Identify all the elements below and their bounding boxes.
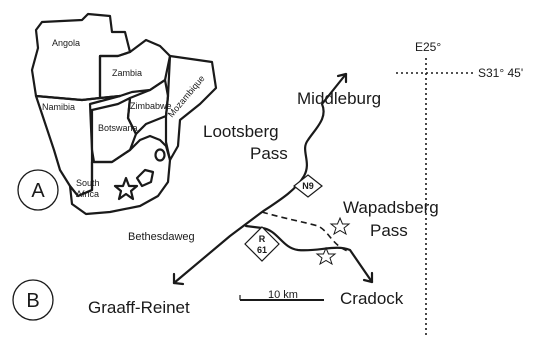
scale-label: 10 km xyxy=(268,289,298,301)
swaziland-border xyxy=(154,148,166,162)
label-namibia: Namibia xyxy=(42,102,75,112)
southern-africa-inset: Angola Zambia Namibia Zimbabwe Botswana … xyxy=(17,12,218,216)
arrow-middleburg-icon xyxy=(336,72,348,84)
longitude-label: E25° xyxy=(415,40,441,54)
label-graaff-reinet: Graaff-Reinet xyxy=(88,298,190,317)
road-n9 xyxy=(172,72,348,285)
shield-r61-icon xyxy=(244,226,280,262)
shield-r61-label-line2: 61 xyxy=(257,245,267,255)
label-middleburg: Middleburg xyxy=(297,89,381,108)
label-mozambique: Mozambique xyxy=(166,73,207,119)
label-wapadsberg-pass-line1: Wapadsberg xyxy=(343,198,439,217)
shield-n9-icon xyxy=(293,174,323,198)
label-angola: Angola xyxy=(52,38,80,48)
study-area-star-icon xyxy=(113,176,139,201)
r61-star-icon xyxy=(315,246,337,266)
arrow-cradock-icon xyxy=(362,271,374,284)
road-r61 xyxy=(244,224,374,284)
panel-b-letter: B xyxy=(26,290,39,312)
wapadsberg-star-icon xyxy=(329,216,351,236)
label-south-africa-line2: Africa xyxy=(76,189,99,199)
label-botswana: Botswana xyxy=(98,123,138,133)
panel-a-letter: A xyxy=(31,180,45,202)
panel-b-marker xyxy=(12,279,54,321)
arrow-graaff-reinet-icon xyxy=(172,272,185,286)
label-wapadsberg-pass-line2: Pass xyxy=(370,221,408,240)
shield-r61-label-line1: R xyxy=(259,234,266,244)
label-lootsberg-pass-line1: Lootsberg xyxy=(203,122,279,141)
label-zimbabwe: Zimbabwe xyxy=(130,101,172,111)
label-bethesdaweg: Bethesdaweg xyxy=(128,231,195,243)
label-zambia: Zambia xyxy=(112,68,142,78)
road-old-pass xyxy=(261,211,351,253)
botswana-border xyxy=(90,96,138,164)
road-map: E25° S31° 45' N9 R 61 10 km Middleburg L… xyxy=(12,40,523,338)
mozambique-border xyxy=(164,54,218,162)
shield-n9-label: N9 xyxy=(302,181,314,191)
south-africa-border xyxy=(68,134,172,216)
panel-a-marker xyxy=(17,169,59,211)
label-south-africa-line1: South xyxy=(76,178,100,188)
label-cradock: Cradock xyxy=(340,289,404,308)
lesotho-border xyxy=(135,168,155,188)
label-lootsberg-pass-line2: Pass xyxy=(250,144,288,163)
latitude-label: S31° 45' xyxy=(478,66,523,80)
